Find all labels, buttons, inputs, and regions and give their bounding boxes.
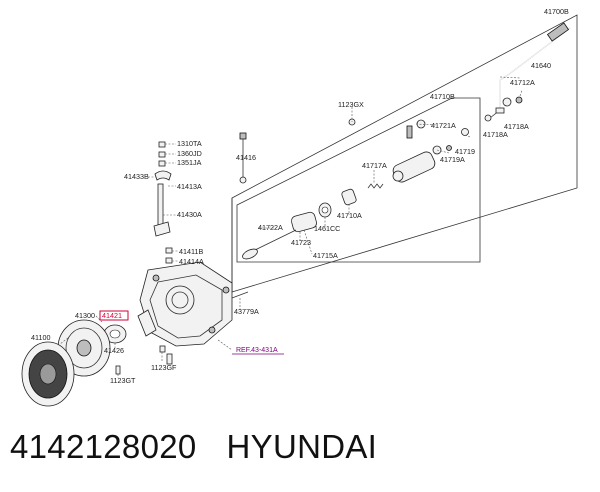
release-fork xyxy=(137,309,157,337)
transmission-housing xyxy=(139,261,233,347)
slave-cylinder-subassembly-frame xyxy=(236,97,481,263)
part-labels: 41700B 41640 41712A 41718A 41718A 41710B… xyxy=(31,7,569,385)
label-1310TA: 1310TA xyxy=(177,139,202,148)
label-1461CC: 1461CC xyxy=(314,224,340,233)
clutch-disc xyxy=(21,341,75,407)
label-41414A: 41414A xyxy=(179,257,204,266)
label-41710B: 41710B xyxy=(430,92,455,101)
brand-name: HYUNDAI xyxy=(226,428,378,465)
slave-cylinder-internals xyxy=(239,132,384,260)
label-41723: 41723 xyxy=(291,238,311,247)
label-1123GT: 1123GT xyxy=(110,376,136,385)
label-41715A: 41715A xyxy=(313,251,338,260)
label-41700B: 41700B xyxy=(544,7,569,16)
label-41719A: 41719A xyxy=(440,155,465,164)
label-41100: 41100 xyxy=(31,333,50,342)
label-41722A: 41722A xyxy=(258,223,283,232)
label-41426: 41426 xyxy=(104,346,124,355)
label-41300: 41300 xyxy=(75,311,95,320)
label-41416: 41416 xyxy=(236,153,256,162)
label-1123GX: 1123GX xyxy=(338,100,364,109)
label-41721A: 41721A xyxy=(431,121,456,130)
label-41718A-left: 41718A xyxy=(483,130,508,139)
label-41712A: 41712A xyxy=(510,78,535,87)
label-41717A: 41717A xyxy=(362,161,387,170)
part-caption: 4142128020 HYUNDAI xyxy=(10,428,377,466)
label-1123GF: 1123GF xyxy=(151,363,177,372)
highlight-box-41421 xyxy=(99,310,129,321)
label-41411B: 41411B xyxy=(179,247,203,256)
label-reference[interactable]: REF.43-431A xyxy=(236,347,278,354)
hydraulic-assembly-frame xyxy=(231,14,578,293)
label-41710A: 41710A xyxy=(337,211,362,220)
pipe-fittings xyxy=(484,96,523,122)
label-41421: 41421 xyxy=(102,311,122,320)
label-41719: 41719 xyxy=(455,147,475,156)
shift-fork-assembly xyxy=(153,141,173,264)
label-41640: 41640 xyxy=(531,61,551,70)
label-1360JD: 1360JD xyxy=(177,149,202,158)
label-43779A: 43779A xyxy=(234,307,259,316)
leader-lines xyxy=(59,76,523,378)
label-41413A: 41413A xyxy=(177,182,202,191)
label-1351JA: 1351JA xyxy=(177,158,202,167)
label-41718A-right: 41718A xyxy=(504,122,529,131)
hydraulic-pipe xyxy=(489,22,571,119)
part-number: 4142128020 xyxy=(10,428,197,465)
slave-cylinder-body xyxy=(348,118,469,183)
label-41433B: 41433B xyxy=(124,172,149,181)
label-41430A: 41430A xyxy=(177,210,202,219)
